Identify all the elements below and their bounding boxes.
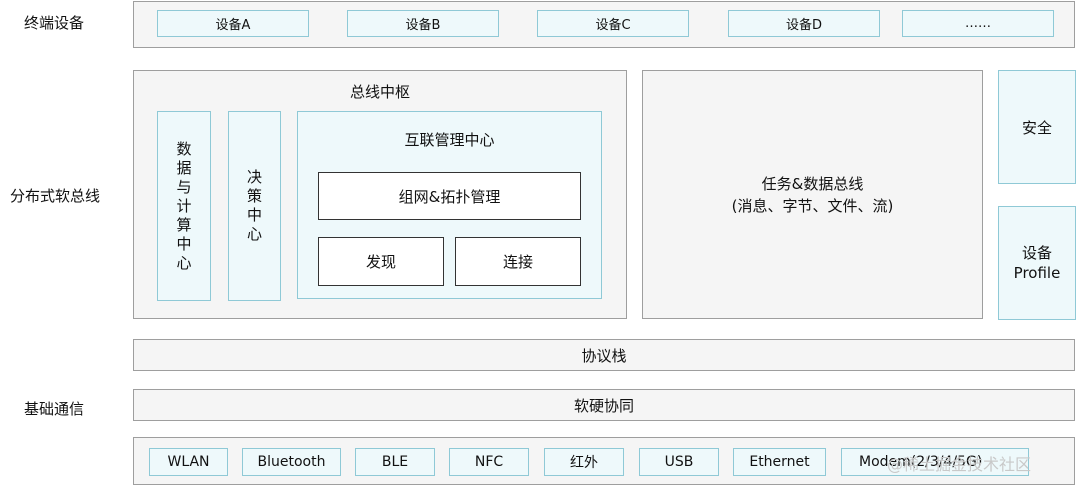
discovery: 发现: [318, 237, 444, 286]
protocol-infrared: 红外: [544, 448, 624, 476]
decision-center: 决策中心: [228, 111, 281, 301]
protocol-usb: USB: [639, 448, 719, 476]
watermark: @稀土掘金技术社区: [887, 455, 1032, 474]
data-compute-center: 数据与计算中心: [157, 111, 211, 301]
device-profile: 设备 Profile: [998, 206, 1076, 320]
protocol-ethernet: Ethernet: [733, 448, 826, 476]
security: 安全: [998, 70, 1076, 184]
protocol-modem: Modem(2/3/4/5G): [841, 448, 1029, 476]
protocol-bluetooth: Bluetooth: [242, 448, 341, 476]
task-data-bus: 任务&数据总线 (消息、字节、文件、流): [642, 70, 983, 319]
decision-center-label: 决策中心: [247, 168, 263, 243]
device-more: ……: [902, 10, 1054, 37]
row-label-softbus: 分布式软总线: [10, 187, 101, 205]
protocol-ble: BLE: [355, 448, 435, 476]
device-d: 设备D: [728, 10, 880, 37]
task-data-bus-title: 任务&数据总线: [761, 174, 864, 193]
task-data-bus-subtitle: (消息、字节、文件、流): [731, 196, 894, 215]
bus-hub-title: 总线中枢: [349, 83, 410, 101]
hw-sw-collab: 软硬协同: [133, 389, 1075, 421]
row-label-terminal: 终端设备: [24, 14, 85, 32]
protocol-nfc: NFC: [449, 448, 529, 476]
device-a: 设备A: [157, 10, 309, 37]
connection: 连接: [455, 237, 581, 286]
protocol-wlan: WLAN: [149, 448, 228, 476]
device-profile-line2: Profile: [1013, 264, 1061, 282]
protocol-stack: 协议栈: [133, 339, 1075, 371]
device-c: 设备C: [537, 10, 689, 37]
device-b: 设备B: [347, 10, 499, 37]
networking-topology: 组网&拓扑管理: [318, 172, 581, 220]
device-profile-line1: 设备: [1021, 244, 1052, 262]
row-label-basic-comm: 基础通信: [24, 400, 85, 418]
interconnect-title: 互联管理中心: [404, 131, 495, 149]
data-compute-center-label: 数据与计算中心: [176, 139, 192, 272]
